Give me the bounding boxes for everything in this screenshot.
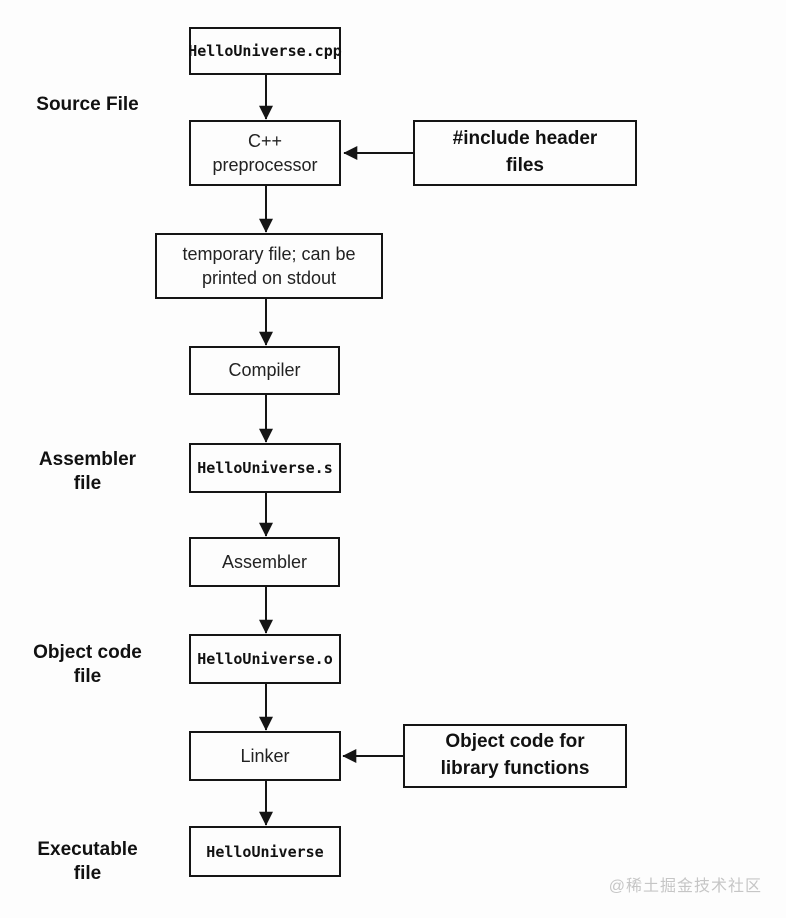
node-source-file-label: HelloUniverse.cpp	[188, 42, 342, 60]
node-linker-label: Linker	[240, 745, 290, 766]
node-include-headers: #include header files	[413, 120, 637, 186]
node-library-object-label: Object code for library functions	[440, 731, 590, 779]
node-assembler: Assembler	[189, 537, 340, 587]
node-object-file-label: HelloUniverse.o	[197, 650, 333, 668]
node-preprocessor: C++ preprocessor	[189, 120, 341, 186]
node-linker: Linker	[189, 731, 341, 781]
node-compiler-label: Compiler	[228, 360, 301, 381]
node-temp-file: temporary file; can be printed on stdout	[155, 233, 383, 299]
stage-label-object-code-file: Object code file	[33, 642, 142, 687]
node-library-object: Object code for library functions	[403, 724, 627, 788]
node-assembler-file-box: HelloUniverse.s	[189, 443, 341, 493]
node-preprocessor-label: C++ preprocessor	[212, 130, 318, 175]
stage-label-assembler-file: Assembler file	[38, 449, 137, 494]
stage-label-executable-file: Executable file	[37, 839, 138, 884]
node-assembler-file-label: HelloUniverse.s	[197, 459, 333, 477]
node-temp-file-label: temporary file; can be printed on stdout	[182, 243, 356, 288]
node-executable-box: HelloUniverse	[189, 826, 341, 877]
node-include-headers-label: #include header files	[452, 128, 598, 176]
node-assembler-label: Assembler	[221, 551, 308, 572]
watermark-text: @稀土掘金技术社区	[608, 878, 762, 895]
stage-label-source-file: Source File	[36, 94, 139, 115]
node-source-file-box: HelloUniverse.cpp	[188, 27, 342, 75]
node-object-file-box: HelloUniverse.o	[189, 634, 341, 684]
node-executable-label: HelloUniverse	[206, 842, 324, 861]
node-compiler: Compiler	[189, 346, 340, 395]
